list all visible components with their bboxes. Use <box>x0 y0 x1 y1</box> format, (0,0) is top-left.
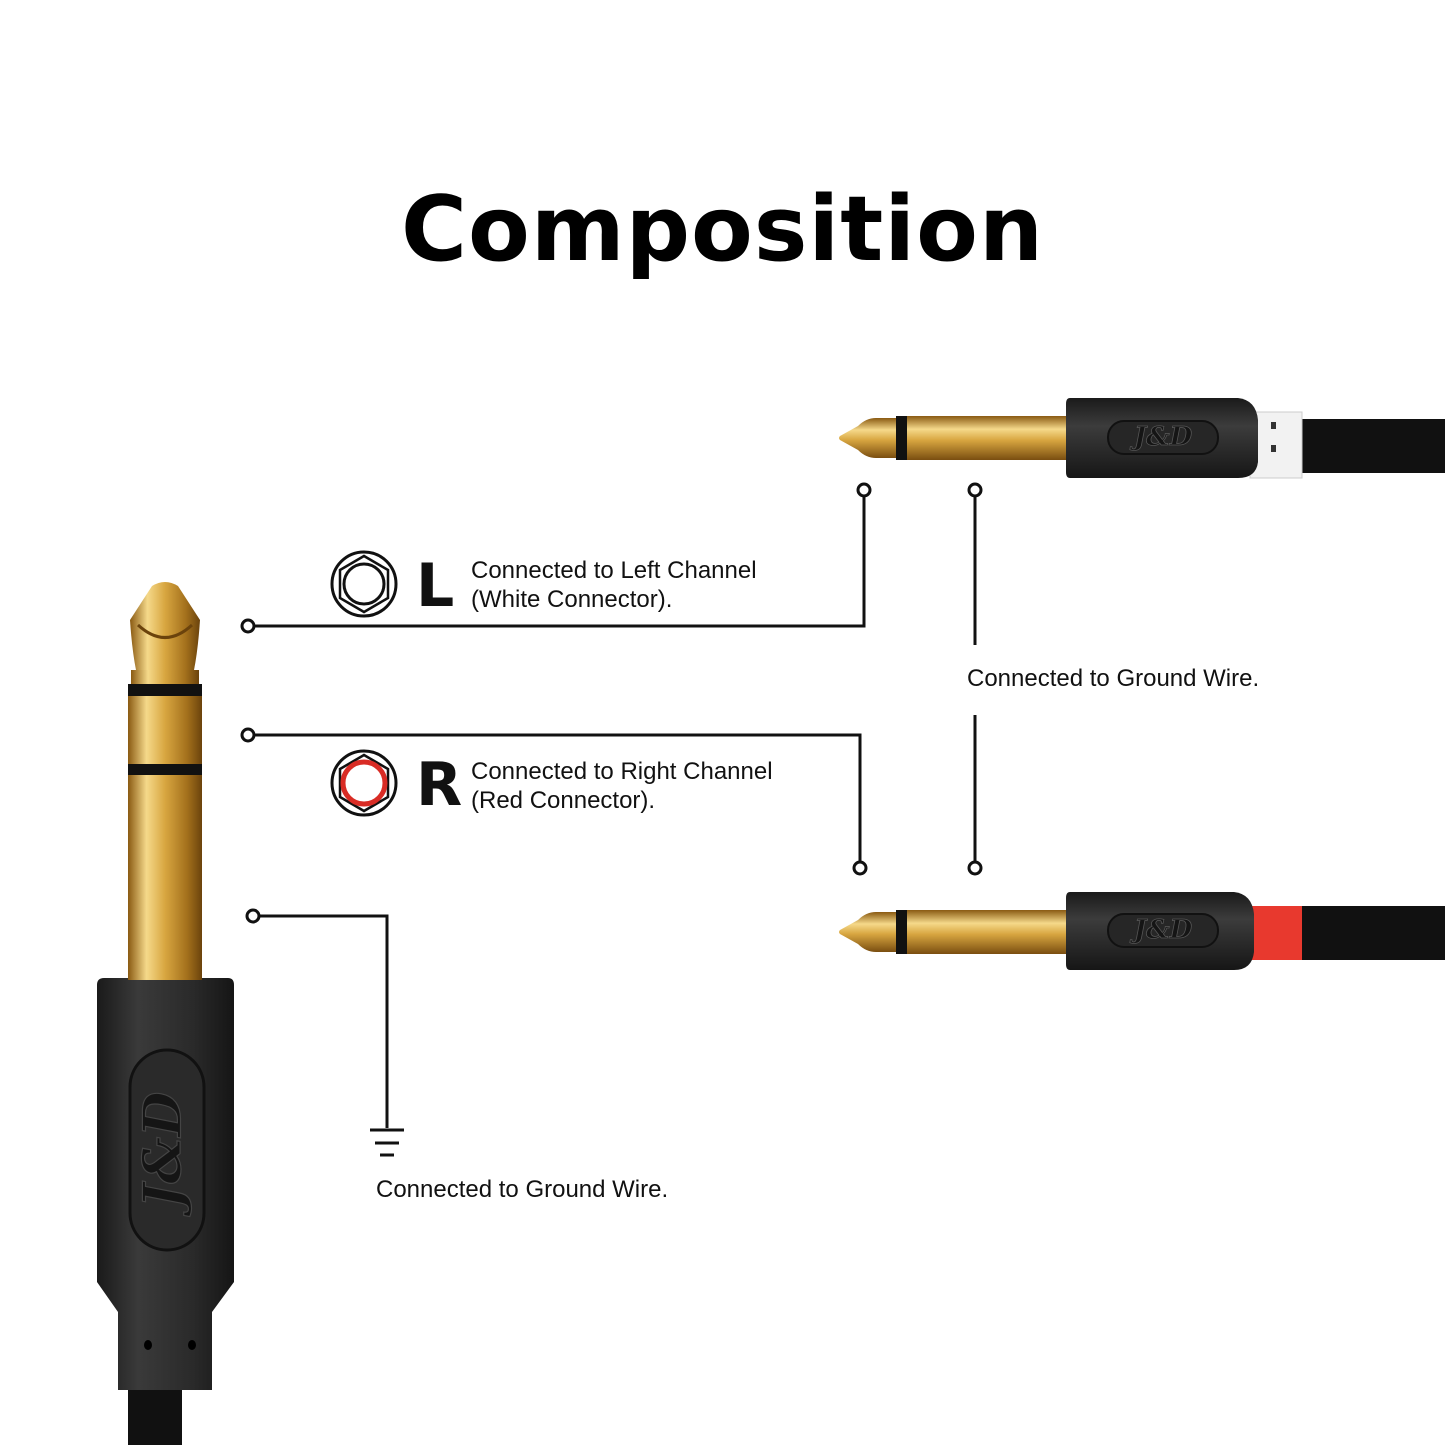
left-channel-letter: L <box>416 551 455 621</box>
terminal-dot <box>967 482 983 498</box>
tip <box>839 418 896 458</box>
sleeve <box>128 775 202 980</box>
logo-emboss <box>128 1048 206 1252</box>
right-channel-line <box>248 733 862 868</box>
ground-line-left <box>253 914 389 1098</box>
insulator <box>896 910 907 954</box>
right-ring-icon <box>330 749 398 817</box>
ring-insulator-1 <box>128 684 202 696</box>
strain-dot-right <box>188 1340 196 1350</box>
main-cable <box>128 1380 182 1445</box>
left-channel-label: Connected to Left Channel (White Connect… <box>471 556 757 614</box>
neck <box>131 670 199 684</box>
tip-groove <box>136 623 194 639</box>
shaft <box>907 416 1066 460</box>
insulator <box>896 416 907 460</box>
shaft <box>907 910 1066 954</box>
mono-plug-red: J&D <box>839 892 1445 970</box>
right-channel-line1: Connected to Right Channel <box>471 758 773 785</box>
brand-logo: J&D <box>1129 915 1193 945</box>
terminal-dot <box>240 618 256 634</box>
left-channel-line <box>248 490 866 628</box>
ground-left-label: Connected to Ground Wire. <box>376 1176 669 1203</box>
stereo-plug: J&D <box>97 582 234 1445</box>
logo-emboss <box>1107 420 1219 455</box>
terminal-dot <box>245 908 261 924</box>
left-channel-line1: Connected to Left Channel <box>471 557 757 584</box>
strain-dot <box>1271 422 1276 429</box>
strain-relief-red <box>1246 906 1302 960</box>
left-channel-line2: (White Connector). <box>471 586 673 613</box>
left-ring-icon <box>330 550 398 618</box>
ground-symbol-icon <box>370 1098 404 1157</box>
strain-dot-left <box>144 1340 152 1350</box>
cable-red <box>1300 906 1445 960</box>
tip <box>130 582 200 670</box>
right-channel-line2: (Red Connector). <box>471 787 656 814</box>
mono-plug-white: J&D <box>839 398 1445 479</box>
strain-dot <box>1271 445 1276 452</box>
terminal-dot <box>852 860 868 876</box>
ring-segment <box>128 696 202 764</box>
ring-insulator-2 <box>128 764 202 775</box>
terminal-dot <box>856 482 872 498</box>
terminal-dot <box>240 727 256 743</box>
right-channel-letter: R <box>416 750 463 820</box>
brand-logo-vertical: J&D <box>133 1092 194 1218</box>
ground-right-label: Connected to Ground Wire. <box>967 665 1260 692</box>
terminal-dot <box>967 860 983 876</box>
logo-emboss <box>1107 913 1219 948</box>
right-channel-label: Connected to Right Channel (Red Connecto… <box>471 757 773 815</box>
cable-white <box>1300 419 1445 473</box>
brand-logo: J&D <box>1129 422 1193 452</box>
tip <box>839 912 896 952</box>
page-title: Composition <box>400 177 1045 282</box>
